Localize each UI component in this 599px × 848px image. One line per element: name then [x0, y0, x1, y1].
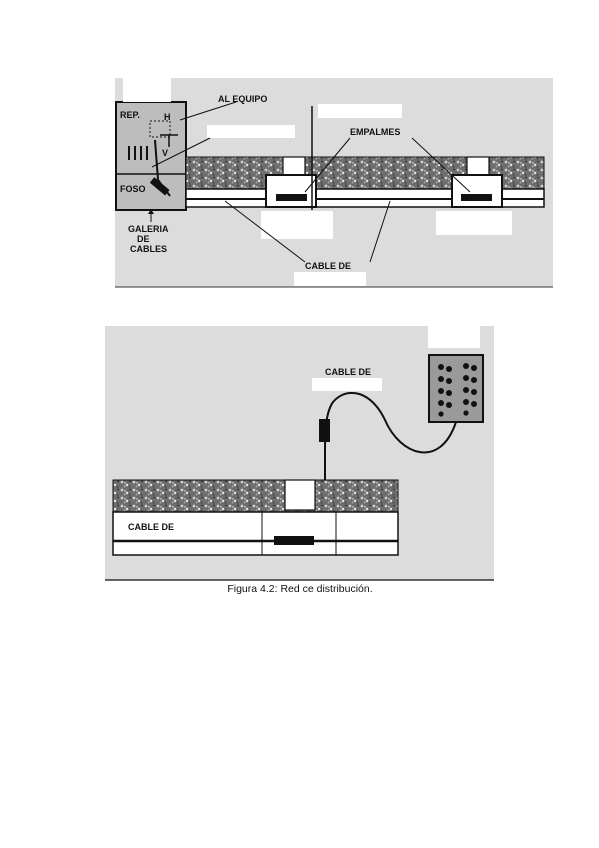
gravel-layer [112, 479, 399, 513]
splice-chamber [261, 511, 337, 556]
gallery-floor [112, 511, 399, 556]
figure-1-network-diagram: REP. FOSO H V [115, 78, 553, 288]
galeria-label-line-1: GALERIA [128, 224, 169, 234]
dashed-equipment-box [149, 120, 171, 138]
leader-line [369, 200, 391, 263]
redaction-box [312, 378, 382, 391]
leader-line [411, 137, 471, 193]
galeria-label-line-3: CABLES [130, 244, 167, 254]
redaction-box [207, 125, 295, 138]
splice-chamber-1 [265, 156, 317, 208]
splice-1 [276, 194, 307, 201]
cable-de-top-label: CABLE DE [325, 367, 371, 377]
manhole-shaft [284, 479, 316, 511]
figure-2-distribution-network: CABLE DE CABLE DE [105, 326, 494, 581]
cable-connector [319, 419, 330, 442]
splice [274, 536, 314, 545]
redaction-box [436, 211, 512, 235]
leader-line [151, 137, 211, 168]
foso-label: FOSO [120, 184, 146, 194]
repeater-building: REP. FOSO H V [115, 78, 187, 211]
splice-chamber-2 [451, 156, 503, 208]
cable-de-label: CABLE DE [305, 261, 351, 271]
redaction-box [261, 211, 333, 239]
galeria-label-line-2: DE [137, 234, 150, 244]
redaction-box [428, 326, 480, 348]
figure-caption: Figura 4.2: Red ce distribución. [227, 583, 372, 595]
h-label: H [164, 112, 171, 122]
equipment-rack-icon [128, 146, 148, 160]
redaction-box [294, 272, 366, 286]
redaction-box [123, 78, 171, 102]
empalmes-label: EMPALMES [350, 127, 400, 137]
cable-de-bottom-label: CABLE DE [128, 522, 174, 532]
leader-line [179, 101, 237, 121]
pit-connector [149, 177, 170, 196]
leader-line [224, 200, 306, 263]
al-equipo-label: AL EQUIPO [218, 94, 267, 104]
leader-line [304, 137, 351, 193]
distribution-terminal-box [428, 354, 484, 423]
splice-2 [461, 194, 492, 201]
redaction-box [318, 104, 402, 118]
rep-label: REP. [120, 110, 140, 120]
v-label: V [162, 148, 168, 158]
